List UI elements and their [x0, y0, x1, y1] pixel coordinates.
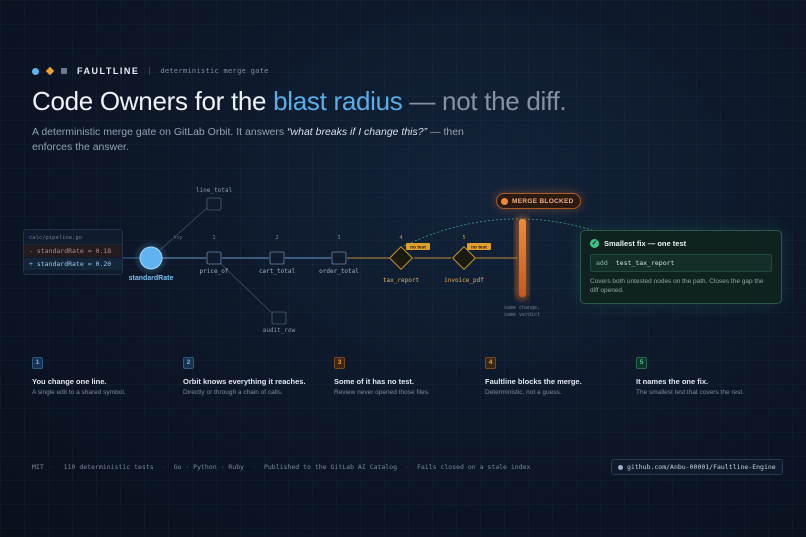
github-repo-link[interactable]: github.com/Anbu-00001/Faultline-Engine: [611, 459, 783, 475]
step-number: 3: [334, 357, 345, 369]
step-2: 2 Orbit knows everything it reaches. Dir…: [183, 357, 334, 396]
symbol-node: [139, 246, 163, 270]
tax-report-no-test-badge: [406, 243, 430, 250]
step-desc: Review never opened those files.: [334, 389, 430, 396]
footer-catalog: Published to the GitLab AI Catalog: [263, 463, 398, 471]
fix-description: Covers both untested nodes on the path. …: [590, 278, 764, 294]
fix-action: add: [596, 259, 608, 267]
edge-gate-to-fix: [403, 218, 599, 247]
verdict-line-1: same change,: [504, 305, 540, 311]
title-highlight: blast radius: [273, 86, 403, 116]
gate-bar: [519, 219, 526, 297]
brand-tagline: deterministic merge gate: [160, 67, 269, 75]
brand-square-icon: [61, 68, 67, 74]
invoice-pdf-no-test-text: no test: [471, 245, 487, 251]
repo-url: github.com/Anbu-00001/Faultline-Engine: [627, 463, 776, 471]
symbol-label: standardRate: [129, 275, 174, 282]
node-invoice-pdf-label: invoice_pdf: [444, 277, 484, 284]
step-1: 1 You change one line. A single edit to …: [32, 357, 183, 396]
node-price-of-label: price_of: [200, 268, 229, 275]
fix-command[interactable]: add test_tax_report: [590, 254, 772, 272]
diff-removed-line: - standardRate = 0.18: [24, 245, 122, 257]
brand: FAULTLINE deterministic merge gate: [32, 66, 269, 76]
step-desc: A single edit to a shared symbol.: [32, 389, 126, 396]
step-desc: Deterministic, not a guess.: [485, 389, 562, 396]
diff-file-path: calc/pipeline.go: [24, 230, 122, 245]
hop-5: 5: [462, 235, 465, 241]
step-number: 1: [32, 357, 43, 369]
footer-separator: ·: [161, 463, 166, 471]
node-tax-report-label: tax_report: [383, 277, 420, 284]
check-icon: ✓: [590, 239, 599, 248]
step-5: 5 It names the one fix. The smallest tes…: [636, 357, 787, 396]
invoice-pdf-no-test-badge: [467, 243, 491, 250]
footer-separator: ·: [252, 463, 256, 471]
step-number: 2: [183, 357, 194, 369]
node-invoice-pdf: [451, 245, 477, 271]
node-order-total-label: order_total: [319, 268, 359, 275]
page-title: Code Owners for the blast radius — not t…: [32, 86, 567, 116]
node-tax-report: [388, 245, 414, 271]
footer-languages: Go · Python · Ruby: [173, 463, 245, 471]
step-3: 3 Some of it has no test. Review never o…: [334, 357, 485, 396]
node-order-total: [331, 251, 347, 265]
blocked-icon: [501, 197, 508, 205]
node-line-total-label: line_total: [196, 187, 233, 194]
step-4: 4 Faultline blocks the merge. Determinis…: [485, 357, 636, 396]
hop-3: 3: [337, 235, 340, 241]
step-desc: Directly or through a chain of calls.: [183, 389, 283, 396]
step-number: 5: [636, 357, 647, 369]
fix-title: Smallest fix — one test: [604, 239, 687, 248]
footer-fails-closed: Fails closed on a stale index: [416, 463, 531, 471]
footer-separator: ·: [51, 463, 56, 471]
step-title: It names the one fix.: [636, 377, 709, 386]
edge-price-of-audit: [219, 262, 273, 314]
step-number: 4: [485, 357, 496, 369]
hop-1: 1: [212, 235, 215, 241]
hop-2: 2: [275, 235, 278, 241]
footer-separator: ·: [405, 463, 409, 471]
step-title: Some of it has no test.: [334, 377, 415, 386]
merge-blocked-badge: MERGE BLOCKED: [496, 193, 581, 209]
node-audit-row-label: audit_row: [263, 327, 296, 334]
brand-dot-icon: [32, 67, 39, 75]
node-cart-total: [269, 251, 285, 265]
brand-divider: [149, 67, 151, 75]
verdict-line-2: same verdict: [504, 312, 540, 318]
node-audit-row: [271, 311, 287, 325]
footer: MIT · 110 deterministic tests · Go · Pyt…: [32, 463, 530, 471]
steps-row: 1 You change one line. A single edit to …: [32, 357, 792, 396]
diff-added-line: + standardRate = 0.20: [24, 258, 122, 270]
hop-label: hop: [173, 235, 182, 241]
hop-4: 4: [399, 235, 402, 241]
brand-name: FAULTLINE: [77, 66, 140, 76]
footer-tests: 110 deterministic tests: [63, 463, 154, 471]
repo-dot-icon: [618, 464, 623, 470]
step-title: Faultline blocks the merge.: [485, 377, 582, 386]
footer-license: MIT: [32, 463, 44, 471]
node-cart-total-label: cart_total: [259, 268, 296, 275]
step-title: You change one line.: [32, 377, 107, 386]
page-subtitle: A deterministic merge gate on GitLab Orb…: [32, 126, 464, 153]
node-price-of: [206, 251, 222, 265]
smallest-fix-card: ✓ Smallest fix — one test add test_tax_r…: [580, 230, 782, 304]
step-desc: The smallest test that covers the rest.: [636, 389, 745, 396]
fix-test-name: test_tax_report: [615, 259, 675, 267]
step-title: Orbit knows everything it reaches.: [183, 377, 306, 386]
merge-status-text: MERGE BLOCKED: [512, 197, 574, 205]
node-line-total: [206, 197, 222, 211]
tax-report-no-test-text: no test: [410, 245, 426, 251]
diff-card[interactable]: calc/pipeline.go - standardRate = 0.18 +…: [23, 229, 123, 275]
